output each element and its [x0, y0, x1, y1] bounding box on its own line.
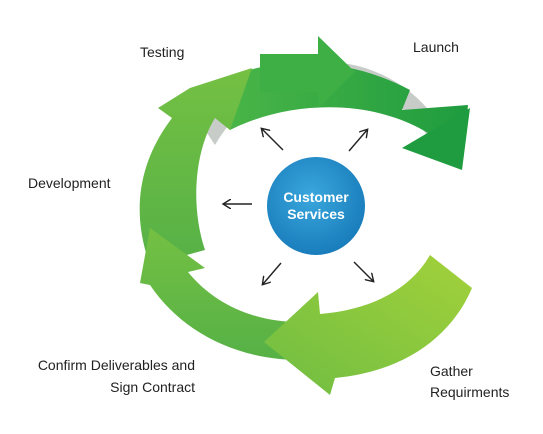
stage-label-confirm-line2: Sign Contract: [110, 379, 195, 395]
hub-label-line2: Services: [287, 206, 345, 222]
stage-label-testing: Testing: [140, 43, 184, 61]
arrow-development-to-testing: [139, 68, 252, 265]
stage-label-confirm-line1: Confirm Deliverables and: [37, 357, 195, 373]
arrow-launch-tip: [402, 108, 470, 170]
arrow-confirm-to-development: [140, 228, 300, 360]
stage-label-launch-text: Launch: [413, 39, 459, 55]
stage-label-confirm: Confirm Deliverables and Sign Contract: [32, 356, 195, 396]
stage-label-gather-line1: Gather: [430, 363, 473, 379]
pointer-to-testing: [262, 129, 284, 151]
stage-label-launch: Launch: [413, 38, 459, 56]
pointer-to-confirm: [263, 262, 282, 284]
arrow-top-head: [260, 36, 355, 108]
stage-label-gather-line2: Requirments: [430, 384, 510, 400]
stage-label-development: Development: [28, 174, 111, 192]
arrow-gather-to-confirm: [264, 255, 472, 395]
hub-circle: [265, 155, 367, 257]
stage-label-gather: Gather Requirments: [430, 362, 509, 401]
hub-label: Customer Services: [266, 189, 366, 223]
pointer-to-gather: [353, 261, 373, 281]
stage-label-testing-text: Testing: [140, 44, 185, 60]
hub-label-line1: Customer: [283, 189, 349, 205]
stage-label-development-text: Development: [28, 175, 111, 191]
pointer-to-launch: [348, 130, 367, 152]
